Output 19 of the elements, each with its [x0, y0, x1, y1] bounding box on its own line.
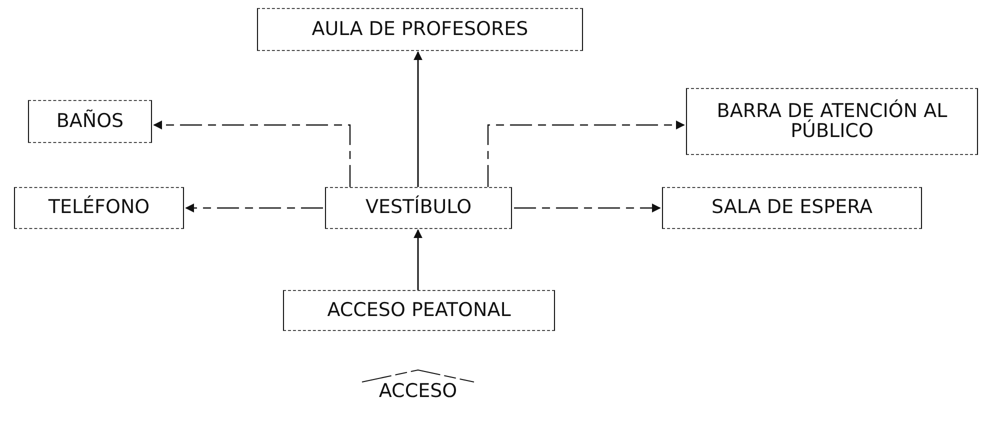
connector-arrow — [487, 120, 685, 187]
connector-arrow — [185, 204, 323, 212]
room-label: AULA DE PROFESORES — [312, 20, 528, 40]
connector-arrow — [153, 120, 351, 187]
room-box — [662, 187, 922, 229]
room-box — [686, 88, 978, 155]
room-box — [283, 290, 555, 331]
room-box — [28, 100, 152, 143]
connector-arrow — [414, 51, 422, 187]
connector-arrow — [514, 204, 661, 212]
connector-arrow — [414, 229, 422, 290]
room-label: SALA DE ESPERA — [711, 198, 873, 218]
room-label: ACCESO PEATONAL — [327, 300, 511, 320]
room-label: BARRA DE ATENCIÓN AL PÚBLICO — [716, 102, 948, 142]
room-box — [257, 8, 583, 51]
room-label: BAÑOS — [56, 112, 124, 132]
room-label: ACCESO — [378, 382, 458, 402]
room-box — [14, 187, 184, 229]
room-box — [325, 187, 512, 229]
